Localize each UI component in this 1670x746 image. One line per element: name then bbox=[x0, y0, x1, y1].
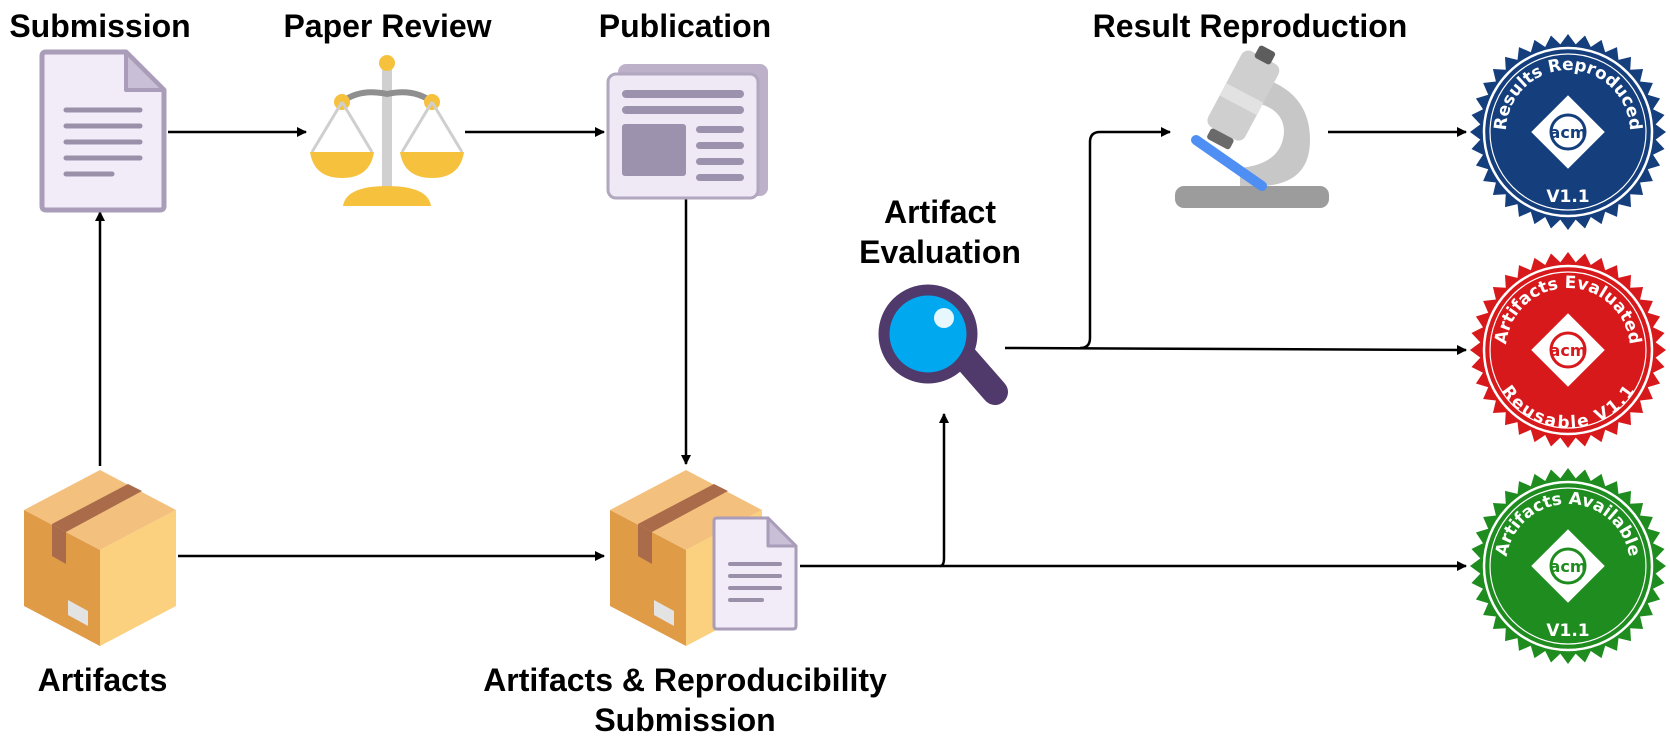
acm-logo: acm bbox=[1531, 529, 1605, 603]
svg-text:acm: acm bbox=[1550, 341, 1587, 360]
label-submission: Submission bbox=[9, 8, 191, 44]
newspaper-icon bbox=[606, 64, 768, 200]
scales-icon bbox=[310, 55, 464, 206]
svg-text:acm: acm bbox=[1550, 123, 1587, 142]
line-evaluation-to-evaluated bbox=[1004, 344, 1467, 355]
label-artifact-evaluation-line2: Evaluation bbox=[859, 234, 1021, 270]
label-paper-review: Paper Review bbox=[283, 8, 492, 44]
label-ar-submission-line1: Artifacts & Reproducibility bbox=[483, 662, 887, 698]
microscope-icon bbox=[1175, 45, 1329, 208]
package-icon bbox=[24, 470, 176, 646]
arrow-ar-submission-to-evaluation bbox=[939, 413, 949, 568]
document-icon bbox=[39, 49, 167, 213]
acm-logo: acm bbox=[1531, 313, 1605, 387]
svg-text:acm: acm bbox=[1550, 557, 1587, 576]
magnifier-icon bbox=[878, 284, 1008, 405]
package-with-document-icon bbox=[610, 470, 798, 646]
label-artifact-evaluation-line1: Artifact bbox=[883, 194, 996, 230]
badge-results-reproduced: Results Reproduced acm V1.1 bbox=[1470, 34, 1666, 230]
badge-artifacts-evaluated: Artifacts Evaluated acm Reusable V1.1 bbox=[1470, 252, 1666, 448]
connectors bbox=[95, 127, 1467, 571]
label-ar-submission-line2: Submission bbox=[594, 702, 776, 738]
badge-artifacts-available: Artifacts Available acm V1.1 bbox=[1470, 468, 1666, 664]
label-artifacts: Artifacts bbox=[37, 662, 168, 698]
acm-logo: acm bbox=[1531, 95, 1605, 169]
badge-bottom-text: V1.1 bbox=[1546, 621, 1589, 641]
badge-bottom-text: V1.1 bbox=[1546, 187, 1589, 207]
label-result-reproduction: Result Reproduction bbox=[1092, 8, 1408, 44]
label-publication: Publication bbox=[598, 8, 772, 44]
arrow-evaluation-to-reproduction bbox=[1079, 127, 1171, 350]
